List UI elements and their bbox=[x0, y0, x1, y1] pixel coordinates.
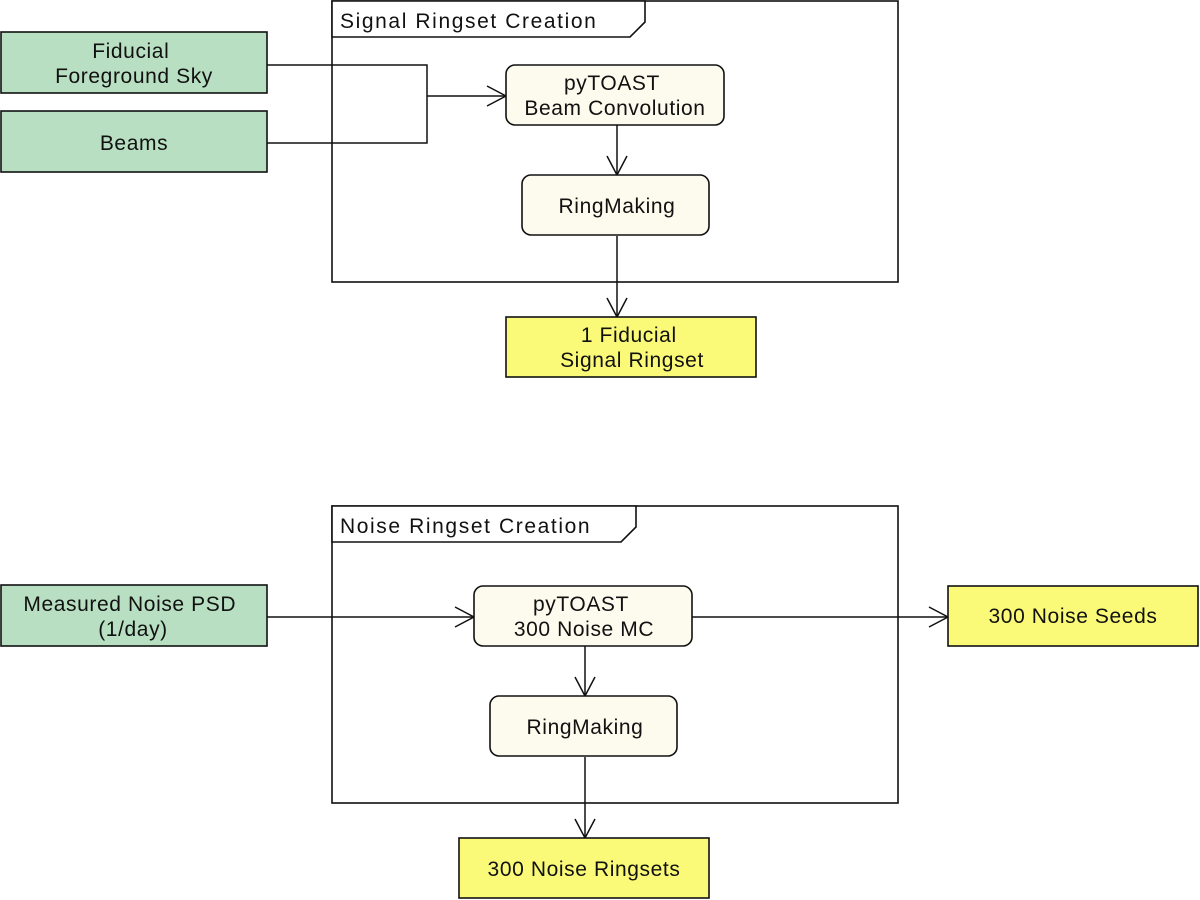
noise-ringset-frame: Noise Ringset Creation bbox=[331, 505, 899, 804]
svg-text:pyTOAST 300 Noise MC: pyTOAST 300 Noise MC bbox=[514, 593, 654, 641]
signal-ringset-frame: Signal Ringset Creation bbox=[331, 0, 899, 283]
noise-mc-line-2: 300 Noise MC bbox=[514, 618, 654, 641]
output-noise-ringsets: 300 Noise Ringsets bbox=[458, 837, 710, 899]
noise-frame-tab bbox=[331, 505, 637, 543]
convolution-line-1: pyTOAST bbox=[564, 72, 660, 95]
input-beams: Beams bbox=[0, 110, 268, 173]
svg-text:pyTOAST Beam Convolution: pyTOAST Beam Convolution bbox=[524, 72, 705, 120]
input-fiducial-foreground-sky: Fiducial Foreground Sky bbox=[0, 31, 268, 94]
noise-ringsets-label: 300 Noise Ringsets bbox=[488, 858, 681, 881]
svg-text:Measured Noise PSD (1/da: Measured Noise PSD (1/day) bbox=[23, 593, 242, 641]
svg-text:Fiducial Foreground Sky: Fiducial Foreground Sky bbox=[55, 40, 213, 88]
noise-frame-title: Noise Ringset Creation bbox=[340, 515, 591, 538]
svg-text:RingMaking: RingMaking bbox=[527, 716, 644, 739]
convolution-line-2: Beam Convolution bbox=[524, 97, 705, 120]
svg-text:RingMaking: RingMaking bbox=[559, 195, 676, 218]
signal-frame-title: Signal Ringset Creation bbox=[340, 10, 597, 33]
process-noise-mc: pyTOAST 300 Noise MC bbox=[473, 585, 693, 647]
output-signal-ringset: 1 Fiducial Signal Ringset bbox=[505, 316, 757, 378]
svg-text:300 Noise Ringsets: 300 Noise Ringsets bbox=[488, 858, 681, 881]
process-signal-ringmaking: RingMaking bbox=[521, 174, 710, 236]
input-beams-label: Beams bbox=[100, 132, 168, 155]
input-sky-line-1: Fiducial bbox=[92, 40, 169, 63]
signal-frame-tab bbox=[331, 0, 646, 38]
psd-line-1: Measured Noise PSD bbox=[23, 593, 236, 616]
process-beam-convolution: pyTOAST Beam Convolution bbox=[505, 64, 725, 126]
signal-ringmaking-label: RingMaking bbox=[559, 195, 676, 218]
process-noise-ringmaking: RingMaking bbox=[489, 695, 678, 757]
psd-line-2: (1/day) bbox=[98, 618, 168, 641]
svg-text:300 Noise Seeds: 300 Noise Seeds bbox=[989, 605, 1158, 628]
noise-mc-line-1: pyTOAST bbox=[533, 593, 629, 616]
output-noise-seeds: 300 Noise Seeds bbox=[947, 585, 1199, 647]
edge-sky-to-convolution bbox=[267, 64, 428, 96]
svg-text:1 Fiducial Signal Ringse: 1 Fiducial Signal Ringset bbox=[560, 324, 704, 372]
noise-seeds-label: 300 Noise Seeds bbox=[989, 605, 1158, 628]
noise-ringmaking-label: RingMaking bbox=[527, 716, 644, 739]
input-measured-noise-psd: Measured Noise PSD (1/day) bbox=[0, 584, 268, 647]
edge-beams-to-convolution bbox=[267, 96, 428, 144]
signal-ringset-line-2: Signal Ringset bbox=[560, 349, 704, 372]
input-sky-line-2: Foreground Sky bbox=[55, 65, 213, 88]
svg-text:Beams: Beams bbox=[100, 132, 168, 155]
signal-ringset-line-1: 1 Fiducial bbox=[581, 324, 677, 347]
